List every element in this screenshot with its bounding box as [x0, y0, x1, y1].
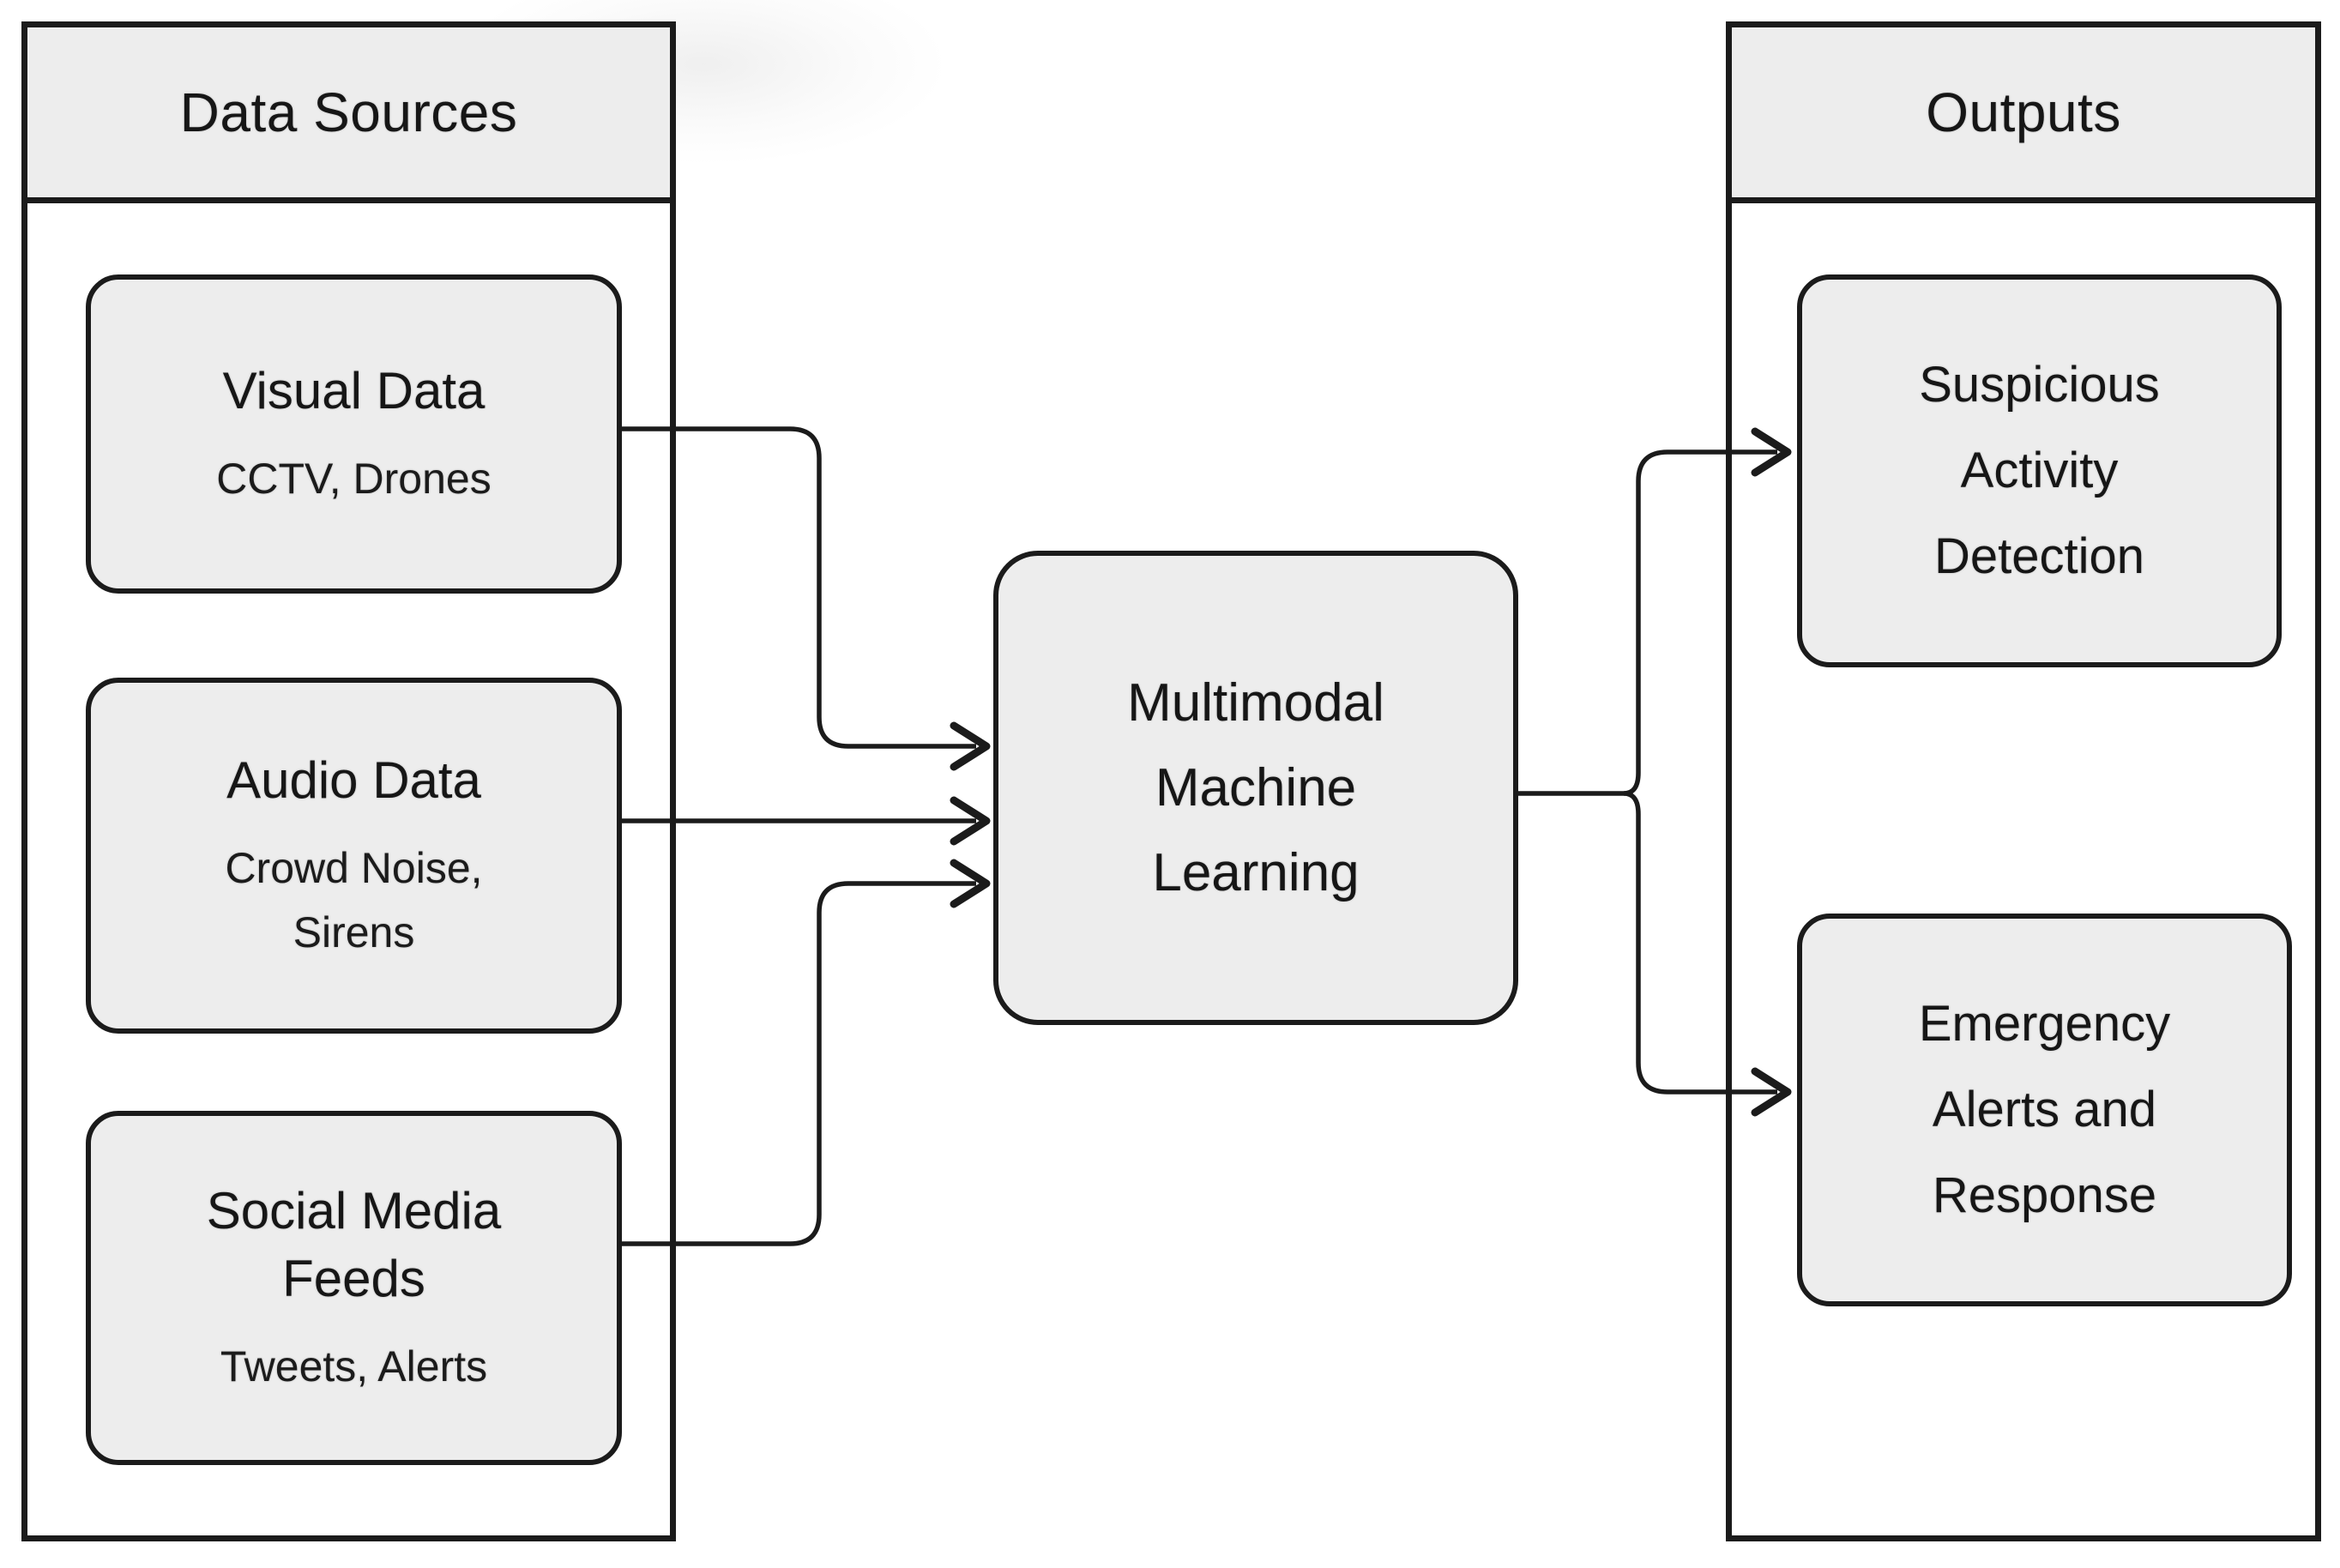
node-audio-data: Audio Data Crowd Noise, Sirens — [86, 678, 622, 1034]
data-sources-title: Data Sources — [179, 81, 518, 143]
node-suspicious-activity-detection: Suspicious Activity Detection — [1797, 274, 2282, 667]
visual-data-title: Visual Data — [222, 361, 485, 419]
multimodal-machine-learning-label: Multimodal Machine Learning — [1127, 672, 1384, 903]
outputs-title: Outputs — [1926, 81, 2121, 143]
node-visual-data: Visual Data CCTV, Drones — [86, 274, 622, 594]
arrowhead-audio-to-ml — [950, 796, 991, 846]
audio-data-title: Audio Data — [226, 751, 481, 809]
node-emergency-alerts-response: Emergency Alerts and Response — [1797, 914, 2292, 1306]
outputs-header: Outputs — [1732, 27, 2315, 203]
panel-outputs: Outputs — [1726, 21, 2321, 1541]
social-media-feeds-title: Social Media Feeds — [206, 1181, 502, 1307]
node-social-media-feeds: Social Media Feeds Tweets, Alerts — [86, 1111, 622, 1465]
social-media-feeds-subtitle: Tweets, Alerts — [220, 1342, 488, 1391]
audio-data-subtitle: Crowd Noise, Sirens — [225, 844, 483, 957]
data-sources-header: Data Sources — [27, 27, 670, 203]
emergency-alerts-response-label: Emergency Alerts and Response — [1918, 996, 2171, 1223]
node-multimodal-machine-learning: Multimodal Machine Learning — [993, 551, 1518, 1025]
visual-data-subtitle: CCTV, Drones — [216, 455, 492, 504]
arrowhead-visual-to-ml — [950, 721, 991, 771]
arrowhead-social-to-ml — [950, 859, 991, 908]
suspicious-activity-detection-label: Suspicious Activity Detection — [1919, 357, 2160, 584]
